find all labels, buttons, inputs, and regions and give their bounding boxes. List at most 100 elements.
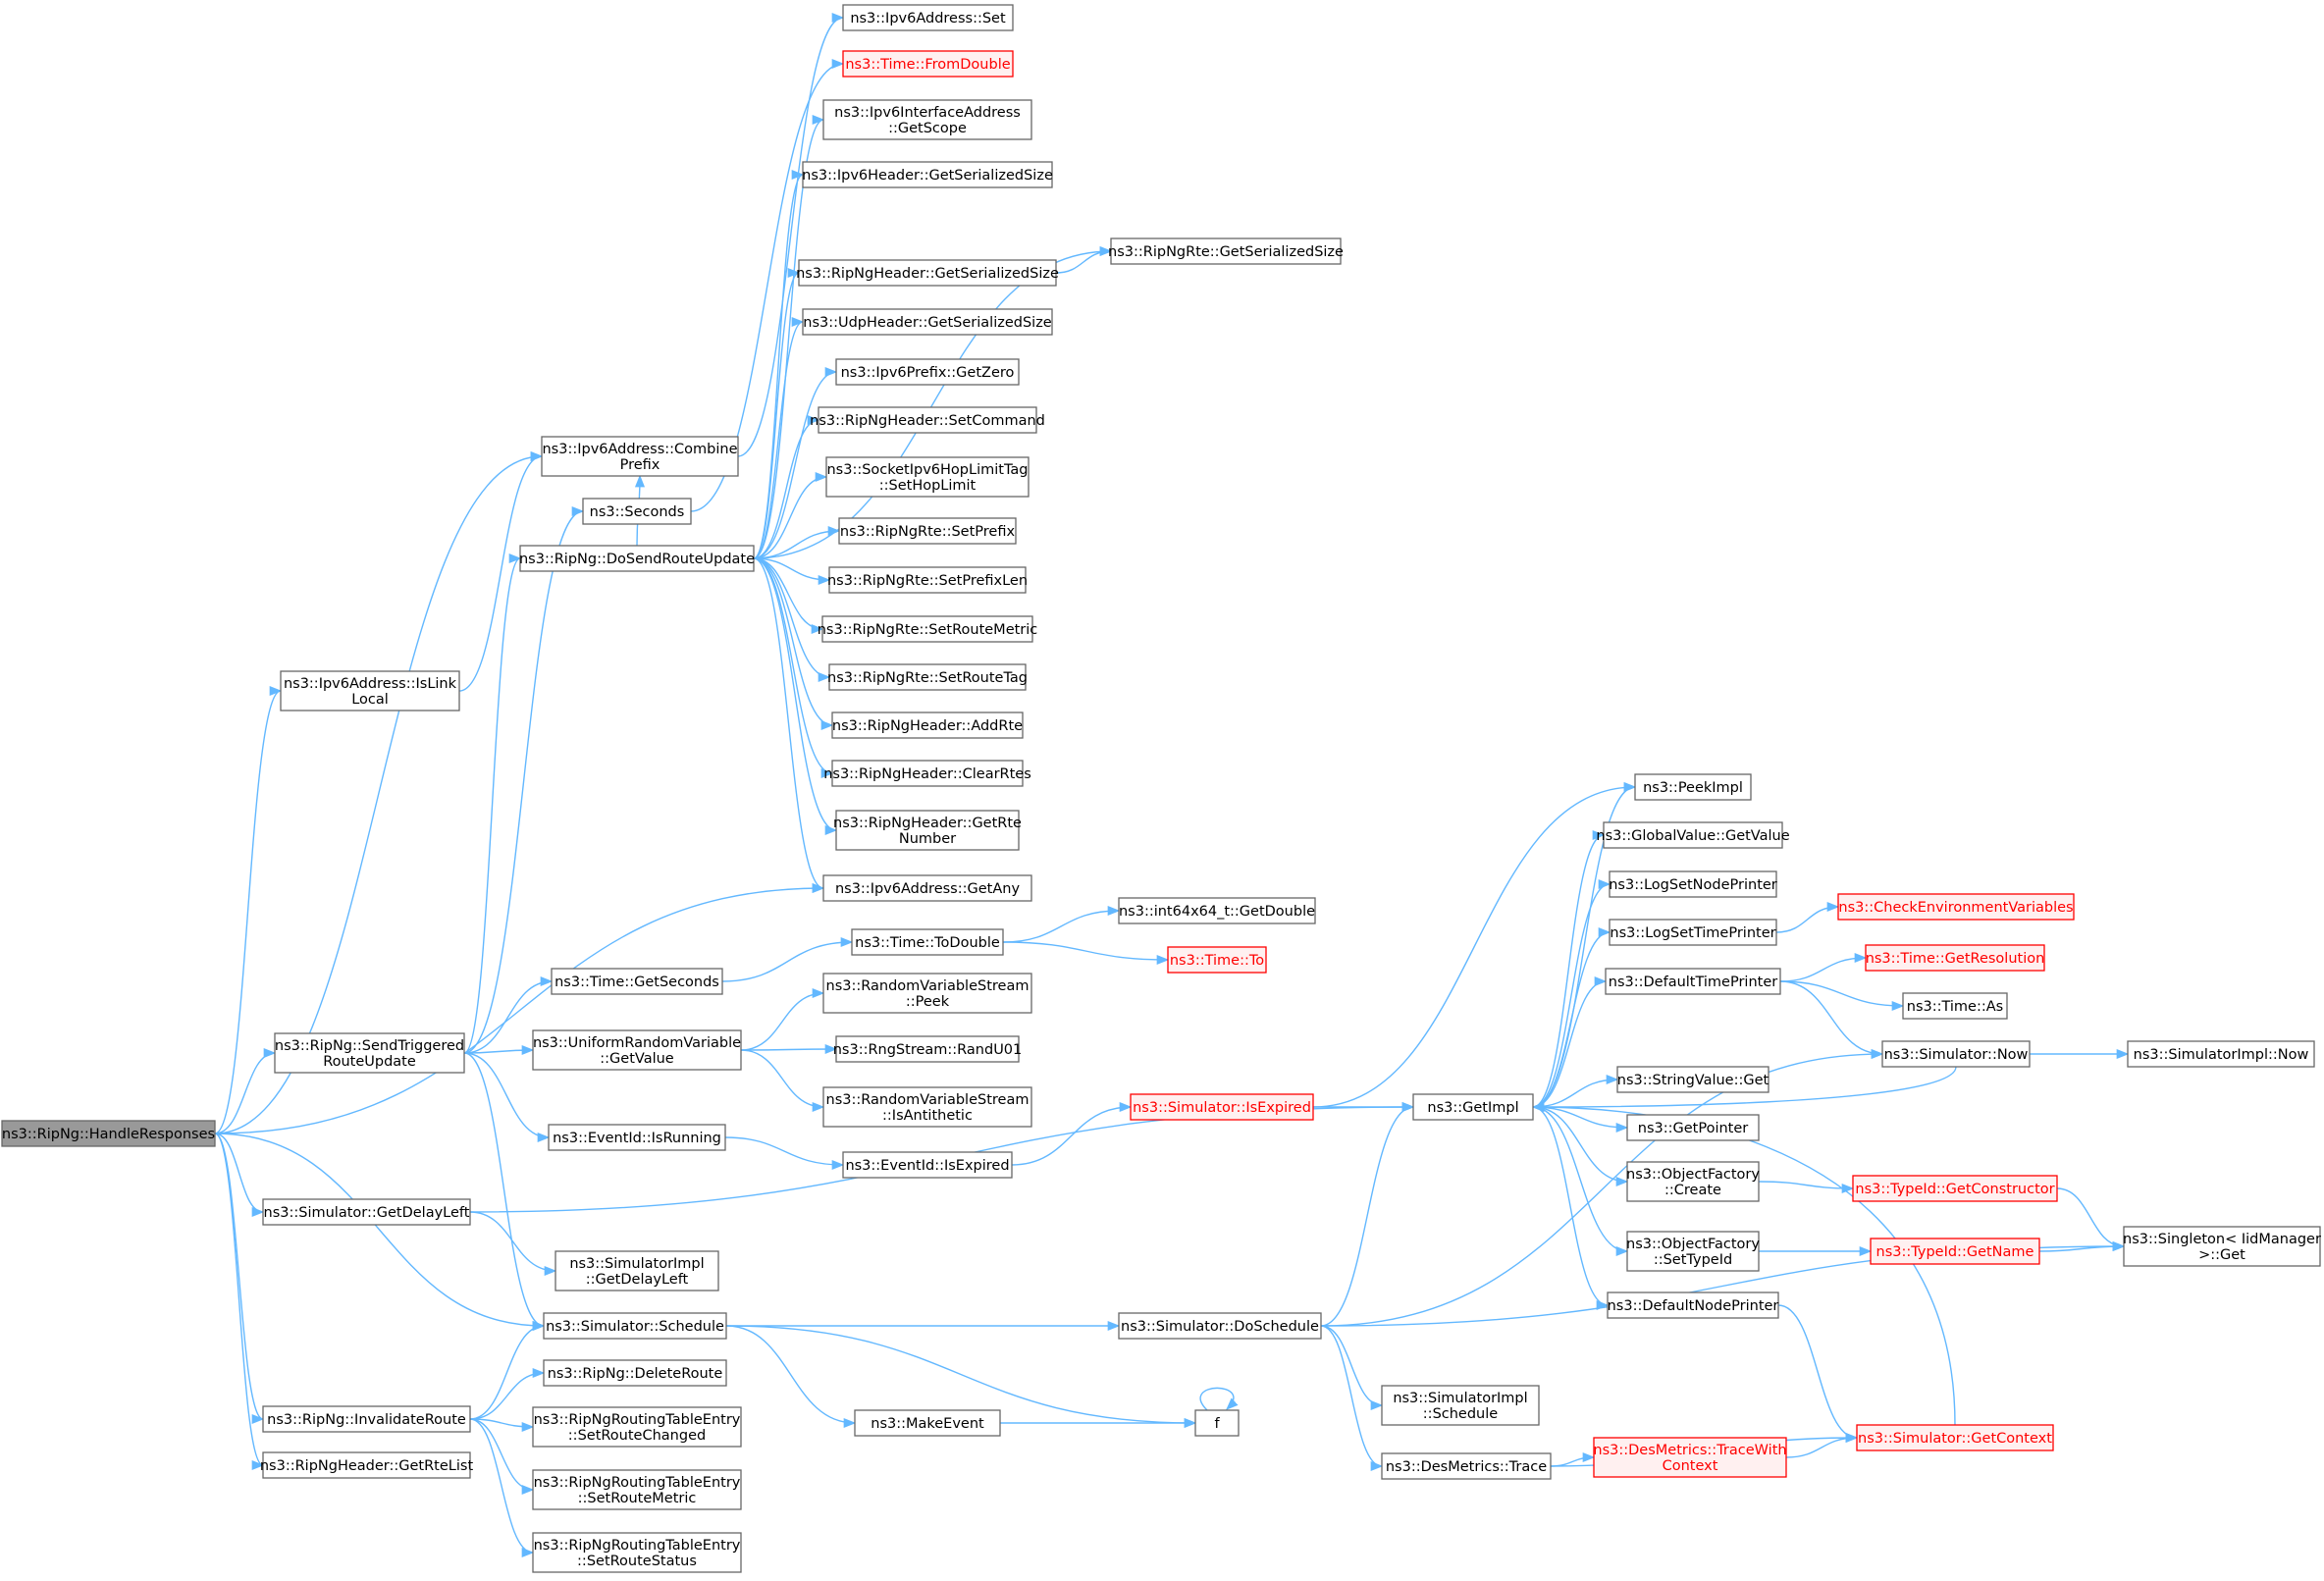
node-entrystatus[interactable]: ns3::RipNgRoutingTableEntry::SetRouteSta…: [532, 1532, 742, 1573]
node-desmetricstrace[interactable]: ns3::DesMetrics::Trace: [1381, 1452, 1552, 1480]
node-sethoplimit[interactable]: ns3::SocketIpv6HopLimitTag::SetHopLimit: [825, 456, 1030, 498]
node-label: ns3::RandomVariableStream: [826, 978, 1030, 994]
node-defaulttimeprinter[interactable]: ns3::DefaultTimePrinter: [1605, 968, 1781, 995]
node-int64getdouble[interactable]: ns3::int64x64_t::GetDouble: [1118, 897, 1316, 924]
node-deleteroute[interactable]: ns3::RipNg::DeleteRoute: [543, 1359, 727, 1387]
node-peekimpl[interactable]: ns3::PeekImpl: [1634, 773, 1752, 801]
node-addrte[interactable]: ns3::RipNgHeader::AddRte: [831, 711, 1024, 739]
call-edge-handle-getany: [214, 882, 825, 1134]
call-edge-doschedule-implschedule: [1320, 1325, 1384, 1411]
node-seconds[interactable]: ns3::Seconds: [582, 498, 692, 525]
node-rtesize[interactable]: ns3::RipNgRte::GetSerializedSize: [1108, 237, 1344, 265]
node-setcommand[interactable]: ns3::RipNgHeader::SetCommand: [810, 406, 1045, 434]
node-label: ::Schedule: [1423, 1406, 1498, 1422]
node-label: ::SetHopLimit: [879, 478, 977, 494]
call-edge-getimpl-defaulttimeprinter: [1532, 975, 1608, 1108]
node-implschedule[interactable]: ns3::SimulatorImpl::Schedule: [1381, 1385, 1540, 1426]
node-ipv6hdr[interactable]: ns3::Ipv6Header::GetSerializedSize: [802, 161, 1053, 188]
node-label: ::Peek: [906, 994, 950, 1010]
node-isrunning[interactable]: ns3::EventId::IsRunning: [548, 1124, 726, 1151]
node-getseconds[interactable]: ns3::Time::GetSeconds: [551, 968, 723, 995]
node-simnow[interactable]: ns3::Simulator::Now: [1881, 1040, 2031, 1068]
node-globalgetvalue[interactable]: ns3::GlobalValue::GetValue: [1596, 821, 1790, 849]
node-getpointer[interactable]: ns3::GetPointer: [1626, 1114, 1760, 1141]
node-singletonget[interactable]: ns3::Singleton< IidManager>::Get: [2123, 1226, 2321, 1267]
call-edge-sendtrig-isrunning: [463, 1052, 551, 1143]
node-checkenv[interactable]: ns3::CheckEnvironmentVariables: [1837, 893, 2075, 921]
node-getresolution[interactable]: ns3::Time::GetResolution: [1865, 944, 2045, 972]
node-label: ns3::RipNg::DoSendRouteUpdate: [519, 552, 755, 567]
node-clearrtes[interactable]: ns3::RipNgHeader::ClearRtes: [823, 760, 1031, 787]
node-logtimeprinter[interactable]: ns3::LogSetTimePrinter: [1609, 919, 1777, 946]
call-edge-invalidate-entrymetric: [469, 1418, 535, 1496]
node-getcontext[interactable]: ns3::Simulator::GetContext: [1856, 1424, 2054, 1451]
node-doschedule[interactable]: ns3::Simulator::DoSchedule: [1118, 1312, 1322, 1340]
call-edge-sendtrig-schedule: [463, 1052, 546, 1331]
node-setprefix[interactable]: ns3::RipNgRte::SetPrefix: [838, 517, 1017, 545]
node-isantithetic[interactable]: ns3::RandomVariableStream::IsAntithetic: [822, 1086, 1032, 1128]
call-edge-logtimeprinter-checkenv: [1775, 901, 1840, 933]
node-label: ns3::DefaultTimePrinter: [1609, 975, 1777, 990]
node-dosend[interactable]: ns3::RipNg::DoSendRouteUpdate: [519, 545, 755, 572]
node-simisexpired[interactable]: ns3::Simulator::IsExpired: [1130, 1093, 1314, 1121]
node-ofcreate[interactable]: ns3::ObjectFactory::Create: [1626, 1161, 1760, 1202]
node-set[interactable]: ns3::Ipv6Address::Set: [842, 4, 1014, 31]
node-todouble[interactable]: ns3::Time::ToDouble: [851, 928, 1004, 956]
node-invalidate[interactable]: ns3::RipNg::InvalidateRoute: [262, 1405, 471, 1433]
node-schedule[interactable]: ns3::Simulator::Schedule: [543, 1312, 727, 1340]
node-eventisexpired[interactable]: ns3::EventId::IsExpired: [842, 1151, 1013, 1179]
node-label: ns3::Simulator::DoSchedule: [1121, 1319, 1319, 1335]
node-typeidgetname[interactable]: ns3::TypeId::GetName: [1870, 1238, 2040, 1265]
node-setroutechanged[interactable]: ns3::RipNgRoutingTableEntry::SetRouteCha…: [532, 1406, 742, 1448]
node-timeto[interactable]: ns3::Time::To: [1167, 946, 1267, 974]
node-label: ns3::RipNgRoutingTableEntry: [534, 1412, 741, 1428]
node-implgetdelay[interactable]: ns3::SimulatorImpl::GetDelayLeft: [555, 1250, 719, 1291]
node-makeevent[interactable]: ns3::MakeEvent: [854, 1409, 1001, 1437]
node-box: [1626, 1161, 1760, 1202]
node-label: ns3::int64x64_t::GetDouble: [1119, 904, 1315, 920]
node-label: ns3::UdpHeader::GetSerializedSize: [803, 315, 1052, 331]
node-getscope[interactable]: ns3::Ipv6InterfaceAddress::GetScope: [822, 99, 1032, 140]
node-box: [838, 517, 1017, 545]
node-label: ::SetTypeId: [1654, 1252, 1732, 1268]
node-box: [532, 1029, 742, 1071]
node-label: ns3::EventId::IsExpired: [845, 1158, 1009, 1174]
node-label: Number: [899, 831, 956, 847]
node-getconstructor[interactable]: ns3::TypeId::GetConstructor: [1852, 1175, 2058, 1202]
node-fromdouble[interactable]: ns3::Time::FromDouble: [842, 50, 1014, 78]
node-lognodeprinter[interactable]: ns3::LogSetNodePrinter: [1609, 870, 1777, 898]
node-label: ns3::Ipv6Header::GetSerializedSize: [802, 168, 1053, 184]
node-getimpl[interactable]: ns3::GetImpl: [1412, 1093, 1534, 1121]
node-udpsize[interactable]: ns3::UdpHeader::GetSerializedSize: [802, 308, 1053, 336]
node-setprefixlen[interactable]: ns3::RipNgRte::SetPrefixLen: [827, 566, 1028, 594]
node-getany[interactable]: ns3::Ipv6Address::GetAny: [822, 874, 1032, 902]
node-label: ns3::EventId::IsRunning: [553, 1131, 721, 1146]
node-setroutemetric[interactable]: ns3::RipNgRte::SetRouteMetric: [818, 615, 1038, 643]
node-timeas[interactable]: ns3::Time::As: [1902, 992, 2008, 1020]
call-edge-simnow-getimpl: [1531, 1066, 1957, 1113]
node-randu01[interactable]: ns3::RngStream::RandU01: [833, 1035, 1023, 1063]
node-label: ns3::TypeId::GetName: [1876, 1244, 2034, 1260]
node-setroutetag[interactable]: ns3::RipNgRte::SetRouteTag: [827, 663, 1028, 691]
node-box: [1902, 992, 2008, 1020]
node-ripnghdrsize[interactable]: ns3::RipNgHeader::GetSerializedSize: [796, 259, 1059, 287]
node-stringget[interactable]: ns3::StringValue::Get: [1616, 1066, 1769, 1093]
node-ofsettypeid[interactable]: ns3::ObjectFactory::SetTypeId: [1626, 1231, 1760, 1272]
node-defaultnodeprinter[interactable]: ns3::DefaultNodePrinter: [1607, 1291, 1779, 1319]
node-label: ns3::RipNgHeader::GetRteList: [260, 1458, 474, 1474]
node-handle[interactable]: ns3::RipNg::HandleResponses: [1, 1120, 216, 1147]
node-rvspeek[interactable]: ns3::RandomVariableStream::Peek: [822, 973, 1032, 1014]
node-box: [822, 1086, 1032, 1128]
node-getzero[interactable]: ns3::Ipv6Prefix::GetZero: [835, 358, 1020, 386]
node-f[interactable]: f: [1194, 1409, 1240, 1437]
node-implnow[interactable]: ns3::SimulatorImpl::Now: [2127, 1040, 2315, 1068]
node-entrymetric[interactable]: ns3::RipNgRoutingTableEntry::SetRouteMet…: [532, 1469, 742, 1510]
node-getrtelist[interactable]: ns3::RipNgHeader::GetRteList: [260, 1451, 474, 1479]
node-getdelay[interactable]: ns3::Simulator::GetDelayLeft: [262, 1198, 471, 1226]
node-uniformgetvalue[interactable]: ns3::UniformRandomVariable::GetValue: [532, 1029, 742, 1071]
